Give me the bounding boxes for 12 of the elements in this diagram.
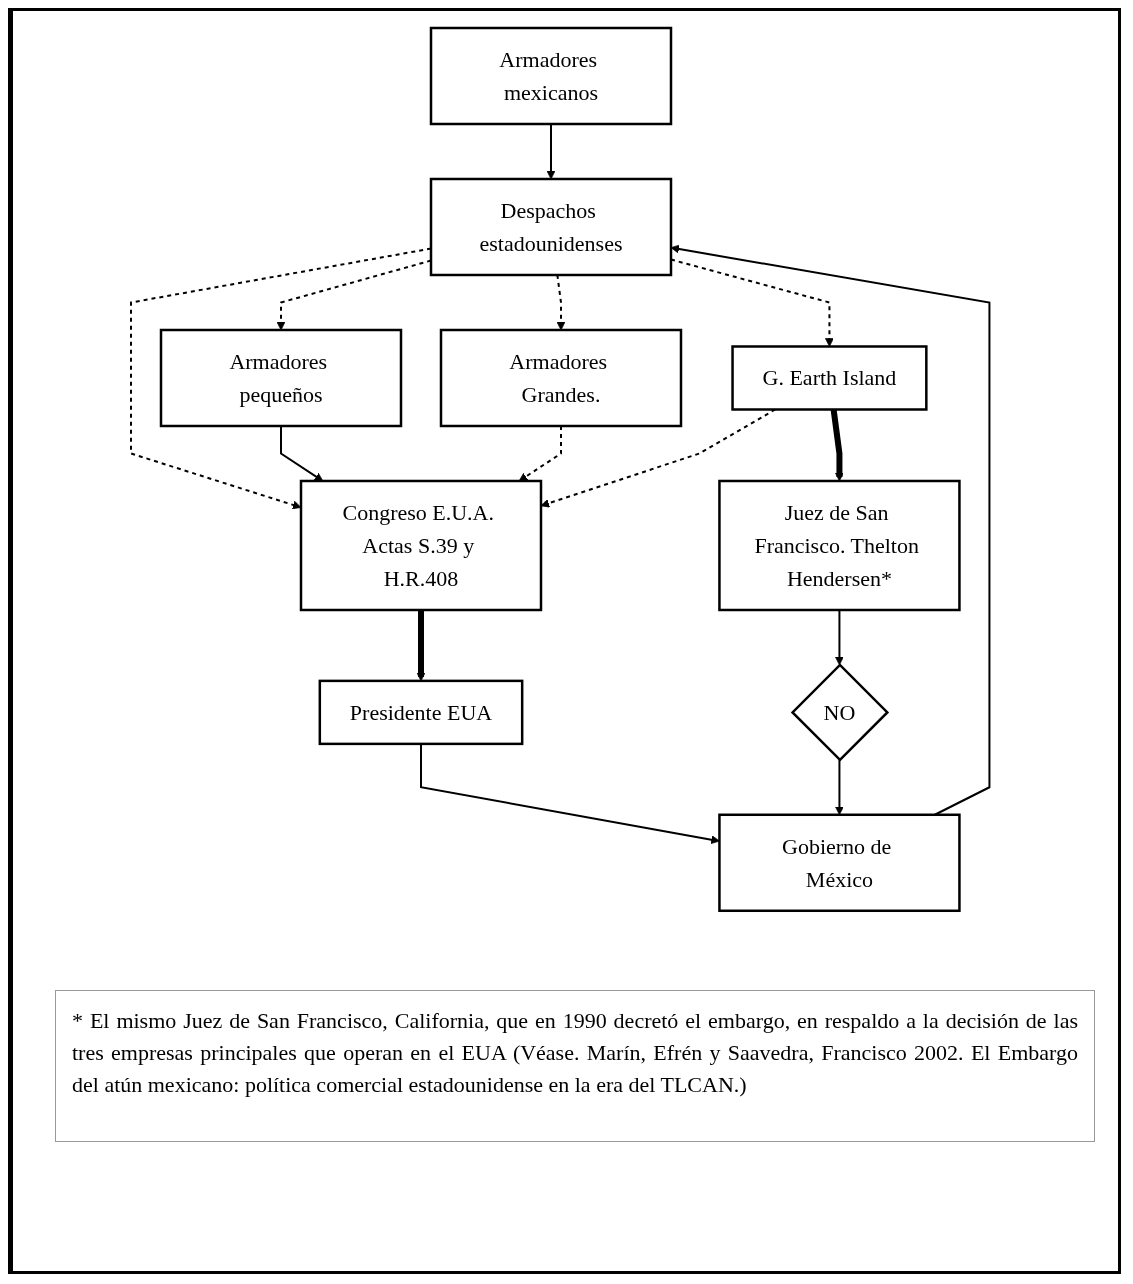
node-box: G. Earth Island: [731, 345, 928, 411]
node-box: Armadores pequeños: [159, 328, 403, 428]
node-box: Despachos estadounidenses: [429, 177, 672, 277]
footnote: * El mismo Juez de San Francisco, California, que en 1990 decretó el embargo, en respaldo a la decisión de las tres empresas principales que operan en el EUA (Véase. Marín, Efrén y Saavedra, Francisco 2002. El Embargo del atún mexicano: política comercial estadounidense en la era del TLCAN.): [55, 990, 1095, 1142]
node-box: Juez de San Francisco. Thelton Hendersen*: [717, 479, 961, 612]
node-diamond: NO: [790, 663, 889, 762]
arrow: [834, 609, 844, 666]
node-box: Armadores mexicanos: [429, 26, 672, 126]
node-box: Congreso E.U.A. Actas S.39 y H.R.408: [299, 479, 543, 612]
node-box: Presidente EUA: [318, 679, 524, 746]
node-box: Gobierno de México: [717, 813, 961, 912]
node-box: Armadores Grandes.: [439, 328, 682, 428]
